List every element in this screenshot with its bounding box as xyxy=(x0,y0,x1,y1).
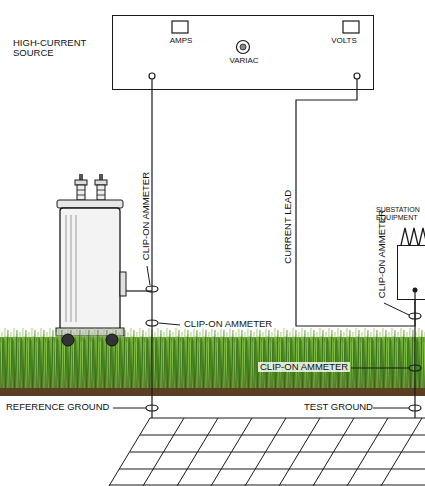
grid-line xyxy=(143,418,184,486)
ground-grid xyxy=(109,418,425,486)
callout-label: TEST GROUND xyxy=(304,402,373,412)
grid-line xyxy=(119,469,425,470)
insulator-ribs xyxy=(77,190,105,195)
terminal-wire xyxy=(356,79,357,90)
terminal xyxy=(354,73,360,79)
cart-lid xyxy=(57,200,123,208)
callout-label: CLIP-ON AMMETER xyxy=(141,172,151,260)
bushing-insulator xyxy=(97,185,105,200)
bushing-insulator xyxy=(77,185,85,200)
equipment-box: SUBSTATION EQUIPMENT xyxy=(397,245,425,300)
source-box: HIGH-CURRENT SOURCEAMPSVARIACVOLTS xyxy=(112,15,374,90)
connection-dot xyxy=(413,288,418,293)
leader-line xyxy=(113,408,146,409)
variac-knob-center xyxy=(240,44,246,50)
ammeter-display xyxy=(172,21,188,33)
connector-label: CURRENT LEAD xyxy=(283,190,293,264)
leader-line xyxy=(351,368,409,369)
soil-strip xyxy=(0,388,425,396)
leader-line xyxy=(373,408,409,409)
leader-line xyxy=(147,266,150,285)
bushing-cap xyxy=(95,180,107,185)
voltmeter-display xyxy=(343,21,359,33)
clip-on-ammeter xyxy=(146,405,158,411)
meter-label: AMPS xyxy=(161,37,201,46)
grid-line xyxy=(381,418,422,486)
callout-label: CLIP-ON AMMETER xyxy=(258,362,350,372)
control-label: VARIAC xyxy=(224,57,264,66)
ground-wire xyxy=(151,79,152,418)
cart-wheel xyxy=(62,334,74,346)
callout-label: CLIP-ON AMMETER xyxy=(182,319,274,329)
grid-line xyxy=(313,418,354,486)
clip-on-ammeter xyxy=(146,320,158,326)
grid-line xyxy=(177,418,218,486)
clip-on-ammeter xyxy=(146,286,158,292)
grid-line xyxy=(211,418,252,486)
grid-line xyxy=(150,418,425,419)
equipment-bushings xyxy=(401,228,425,245)
terminal xyxy=(149,73,155,79)
current-lead xyxy=(296,90,415,326)
clip-on-ammeter xyxy=(409,405,421,411)
callout-label: REFERENCE GROUND xyxy=(6,402,109,412)
clip-on-ammeter xyxy=(409,365,421,371)
callout-label: CLIP-ON AMMETER xyxy=(377,210,387,298)
grid-line xyxy=(109,418,150,486)
grid-line xyxy=(245,418,286,486)
grid-line xyxy=(109,485,425,486)
box-heading: HIGH-CURRENT SOURCE xyxy=(13,38,95,59)
leader-line xyxy=(384,303,409,315)
grid-line xyxy=(347,418,388,486)
grid-line xyxy=(130,452,425,453)
meter-label: VOLTS xyxy=(324,37,364,46)
grid-line xyxy=(279,418,320,486)
box-heading: SUBSTATION EQUIPMENT xyxy=(376,206,424,221)
variac-knob xyxy=(237,41,250,54)
cooling-fins xyxy=(66,215,76,322)
test-set-body xyxy=(60,208,120,330)
junction-box xyxy=(120,272,126,296)
leader-line xyxy=(159,323,180,325)
cart-wheel xyxy=(106,334,118,346)
grid-line xyxy=(140,435,425,436)
grass-blades xyxy=(0,328,425,388)
bushing-cap xyxy=(75,180,87,185)
